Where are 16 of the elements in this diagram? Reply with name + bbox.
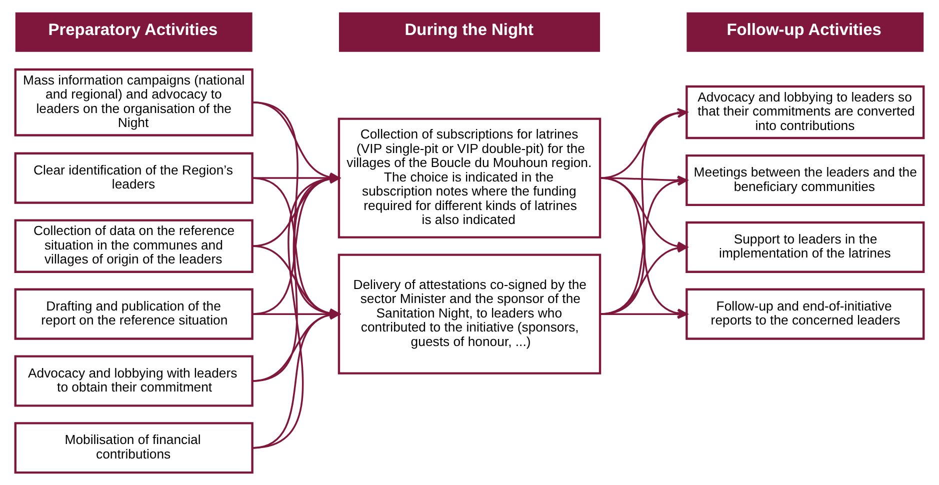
node-box: Support to leaders in the implementation of the latrines (686, 221, 925, 273)
node-box: Follow-up and end-of-initiative reports to the concerned leaders (686, 288, 925, 340)
arrow (600, 243, 688, 315)
node-box: During the Night (338, 12, 600, 52)
node-box: Collection of subscriptions for latrines (VIP single-pit or VIP double-pit) for the villages of the Boucle du Mouhoun region. The choice is indicated in the subscription notes where the funding required for different kinds of latrines is also indicated (338, 118, 602, 238)
node-box: Meetings between the leaders and the beneficiary communities (686, 154, 925, 206)
node-box: Mass information campaigns (national and regional) and advocacy to leaders on the organisation of the Night (14, 68, 254, 136)
node-box: Advocacy and lobbying to leaders so that their commitments are converted into contributions (686, 85, 925, 140)
node-box: Preparatory Activities (15, 12, 252, 52)
node-box: Follow-up Activities (686, 12, 924, 52)
node-box: Drafting and publication of the report on the reference situation (14, 288, 254, 340)
node-box: Mobilisation of financial contributions (14, 422, 254, 474)
node-box: Clear identification of the Region’s leaders (14, 152, 254, 204)
node-box: Collection of data on the reference situation in the communes and villages of origin of the leaders (14, 219, 254, 273)
node-box: Advocacy and lobbying with leaders to obtain their commitment (14, 355, 254, 407)
node-box: Delivery of attestations co-signed by the sector Minister and the sponsor of the Sanitation Night, to leaders who contributed to the initiative (sponsors, guests of honour, ...) (338, 254, 602, 374)
